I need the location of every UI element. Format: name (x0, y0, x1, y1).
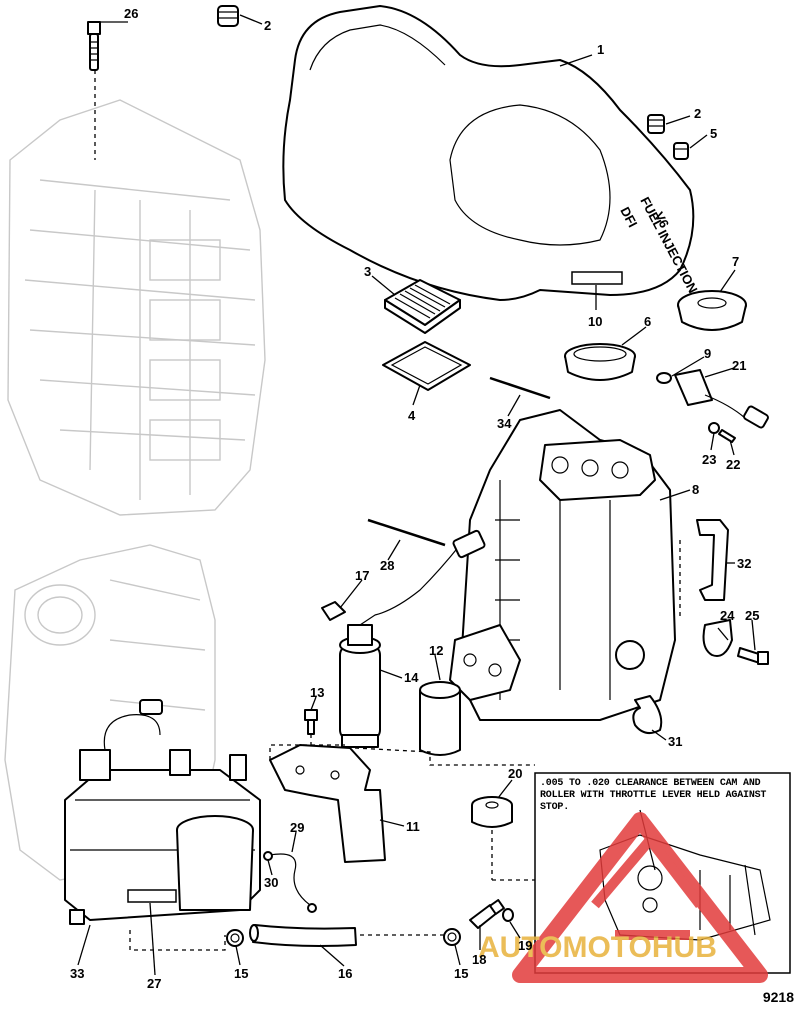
part-6-seal-ring (564, 343, 636, 381)
part-20-grommet (471, 796, 535, 881)
part-2-grommet-top (217, 5, 239, 27)
callout-15-right: 15 (454, 966, 468, 981)
part-29-ground-wire (269, 853, 317, 913)
part-21-sensor (674, 369, 769, 429)
part-1-cover: DFI FUEL INJECTION V6 (282, 5, 701, 301)
part-19-oring (502, 908, 514, 922)
part-15-clamp-right (443, 928, 461, 946)
callout-31: 31 (668, 734, 682, 749)
part-2-grommet-cover (647, 114, 665, 134)
bottom-dashed-path-left (129, 930, 226, 951)
callout-25: 25 (745, 608, 759, 623)
callout-4: 4 (408, 408, 416, 423)
callout-6: 6 (644, 314, 651, 329)
callout-34: 34 (497, 416, 512, 431)
callout-28: 28 (380, 558, 394, 573)
callout-12: 12 (429, 643, 443, 658)
callout-11: 11 (406, 819, 420, 834)
part-23-washer (708, 422, 720, 434)
part-26-fitting (87, 21, 101, 71)
part-7-silencer-ring (677, 290, 747, 331)
callout-33: 33 (70, 966, 84, 981)
callout-30: 30 (264, 875, 278, 890)
part-15-clamp-left (226, 929, 244, 947)
watermark-logo: AUTOMOTOHUB (478, 812, 768, 983)
part-4-gasket (382, 341, 471, 391)
callout-10: 10 (588, 314, 602, 329)
callout-labels: 26 2 1 2 5 3 10 7 6 9 21 4 34 23 22 8 32… (70, 6, 759, 991)
part-28-tie-strap (367, 518, 446, 547)
callout-32: 32 (737, 556, 751, 571)
watermark-text: AUTOMOTOHUB (478, 931, 717, 964)
part-16-hose (249, 924, 357, 947)
part-22-screw (718, 429, 736, 443)
engine-block-outline-upper (7, 99, 266, 516)
figure-number: 9218 (762, 989, 794, 1005)
part-18-fitting (469, 899, 505, 929)
part-30-screw (263, 851, 273, 861)
callout-2-cover: 2 (694, 106, 701, 121)
cover-model-text: V6 (651, 209, 672, 230)
part-14-fuel-pump (339, 529, 486, 748)
part-5-grommet (673, 142, 689, 160)
part-27-decal (127, 889, 177, 903)
callout-24: 24 (720, 608, 735, 623)
callout-3: 3 (364, 264, 371, 279)
callout-19: 19 (518, 938, 532, 953)
callout-29: 29 (290, 820, 304, 835)
callout-17: 17 (355, 568, 369, 583)
callout-13: 13 (310, 685, 324, 700)
part-31-clamp (632, 695, 663, 735)
callout-8: 8 (692, 482, 699, 497)
callout-1: 1 (597, 42, 604, 57)
part-9-oring (656, 372, 672, 384)
part-33-fuel-vapor-assembly (64, 699, 261, 925)
callout-15-left: 15 (234, 966, 248, 981)
part-3-filter (384, 279, 461, 334)
callout-26: 26 (124, 6, 138, 21)
part-11-bracket (269, 744, 535, 863)
callout-14: 14 (404, 670, 419, 685)
callout-5: 5 (710, 126, 717, 141)
part-8-throttle-body (449, 409, 676, 721)
callout-23: 23 (702, 452, 716, 467)
callout-21: 21 (732, 358, 746, 373)
callout-9: 9 (704, 346, 711, 361)
part-34-tie-strap (489, 376, 551, 400)
part-17-screw (321, 601, 346, 621)
part-12-sleeve (419, 681, 461, 756)
part-32-bracket (679, 519, 729, 620)
callout-7: 7 (732, 254, 739, 269)
callout-22: 22 (726, 457, 740, 472)
callout-18: 18 (472, 952, 486, 967)
part-25-screw (737, 647, 769, 665)
part-24-clamp (702, 619, 733, 657)
inset-clearance-note: .005 TO .020 CLEARANCE BETWEEN CAM AND R… (540, 778, 767, 813)
callout-16: 16 (338, 966, 352, 981)
callout-27: 27 (147, 976, 161, 991)
callout-leaders (77, 14, 756, 976)
part-10-decal (571, 271, 623, 285)
part-13-screw (304, 709, 318, 750)
callout-2-top: 2 (264, 18, 271, 33)
callout-20: 20 (508, 766, 522, 781)
